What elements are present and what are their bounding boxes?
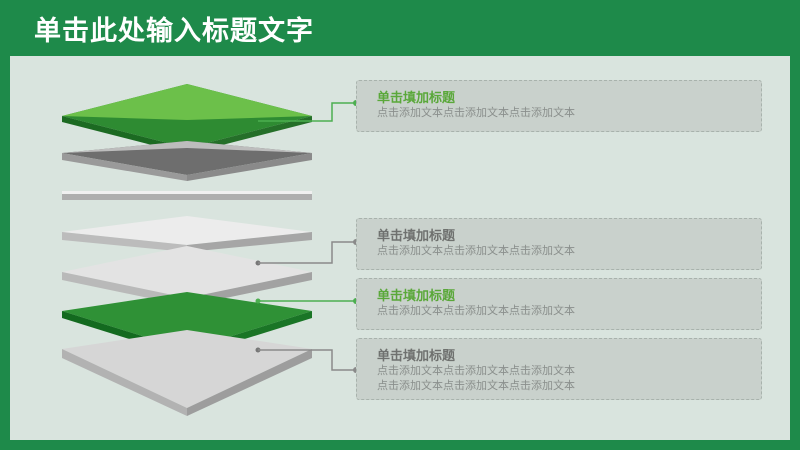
box-text-line[interactable]: 点击添加文本点击添加文本点击添加文本	[377, 106, 575, 119]
box-text-line[interactable]: 点击添加文本点击添加文本点击添加文本	[377, 244, 575, 257]
box-text-line[interactable]: 点击添加文本点击添加文本点击添加文本	[377, 379, 575, 392]
title-bar: 单击此处输入标题文字	[0, 0, 800, 54]
text-box-2[interactable]: 单击填加标题 点击添加文本点击添加文本点击添加文本	[356, 218, 762, 270]
text-box-3[interactable]: 单击填加标题 点击添加文本点击添加文本点击添加文本	[356, 278, 762, 330]
page-title[interactable]: 单击此处输入标题文字	[34, 16, 314, 47]
box-title[interactable]: 单击填加标题	[377, 289, 456, 304]
box-title[interactable]: 单击填加标题	[377, 349, 456, 364]
box-title[interactable]: 单击填加标题	[377, 91, 456, 106]
box-title[interactable]: 单击填加标题	[377, 229, 456, 244]
box-text-line[interactable]: 点击添加文本点击添加文本点击添加文本	[377, 364, 575, 377]
box-text-line[interactable]: 点击添加文本点击添加文本点击添加文本	[377, 304, 575, 317]
text-box-1[interactable]: 单击填加标题 点击添加文本点击添加文本点击添加文本	[356, 80, 762, 132]
text-box-4[interactable]: 单击填加标题 点击添加文本点击添加文本点击添加文本 点击添加文本点击添加文本点击…	[356, 338, 762, 400]
